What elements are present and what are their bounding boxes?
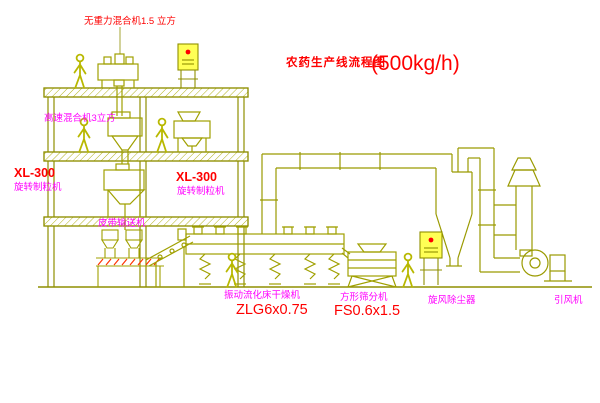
fluid-bed-dryer-machine [177,226,345,285]
square-sieve-machine [341,243,397,288]
diagram-title-capacity: (500kg/h) [371,52,460,75]
exhaust-duct [260,152,453,234]
worker-top-floor [73,53,87,89]
label-granulator-mid-name: 旋转制粒机 [177,185,225,197]
label-granulator-left-name: 旋转制粒机 [14,181,62,193]
worker-ground-right [401,252,415,288]
label-belt-conveyor: 皮带输送机 [98,217,146,229]
label-granulator-left-model: XL-300 [14,166,55,180]
gravity-mixer [97,53,139,116]
high-speed-mixer [107,111,143,164]
label-square-sieve-model: FS0.6x1.5 [334,303,400,319]
granulator-2 [173,111,211,152]
cyclone-separator [435,171,473,267]
label-gravity-mixer: 无重力混合机1.5 立方 [84,15,176,27]
worker-second-floor-right [155,117,169,153]
label-induced-draft-fan: 引风机 [554,294,583,306]
control-cabinet-right [419,231,443,285]
worker-ground-left [225,252,239,288]
cyclone-outlet-duct [457,147,520,273]
label-granulator-mid-model: XL-300 [176,170,217,184]
granulator-1 [103,163,146,230]
vibration-feeder-hatch [97,258,160,266]
label-fluid-bed-dryer: 振动流化床干燥机 [224,289,301,301]
indicator-dot [428,237,434,243]
diagram-title: 农药生产线流程图 [285,55,386,69]
indicator-dot [185,49,191,55]
label-fluid-bed-dryer-model: ZLG6x0.75 [236,302,308,318]
label-square-sieve: 方形筛分机 [340,291,388,303]
induced-draft-fan-machine [521,249,572,282]
label-high-speed-mixer: 高速混合机3立方 [44,112,116,124]
ground-hoppers [96,229,164,287]
labels: 无重力混合机1.5 立方 农药生产线流程图 (500kg/h) 高速混合机3立方… [14,15,583,319]
building-frame [43,87,249,287]
exhaust-stack [494,157,541,257]
label-cyclone: 旋风除尘器 [428,294,476,306]
control-cabinet-top [177,43,199,88]
